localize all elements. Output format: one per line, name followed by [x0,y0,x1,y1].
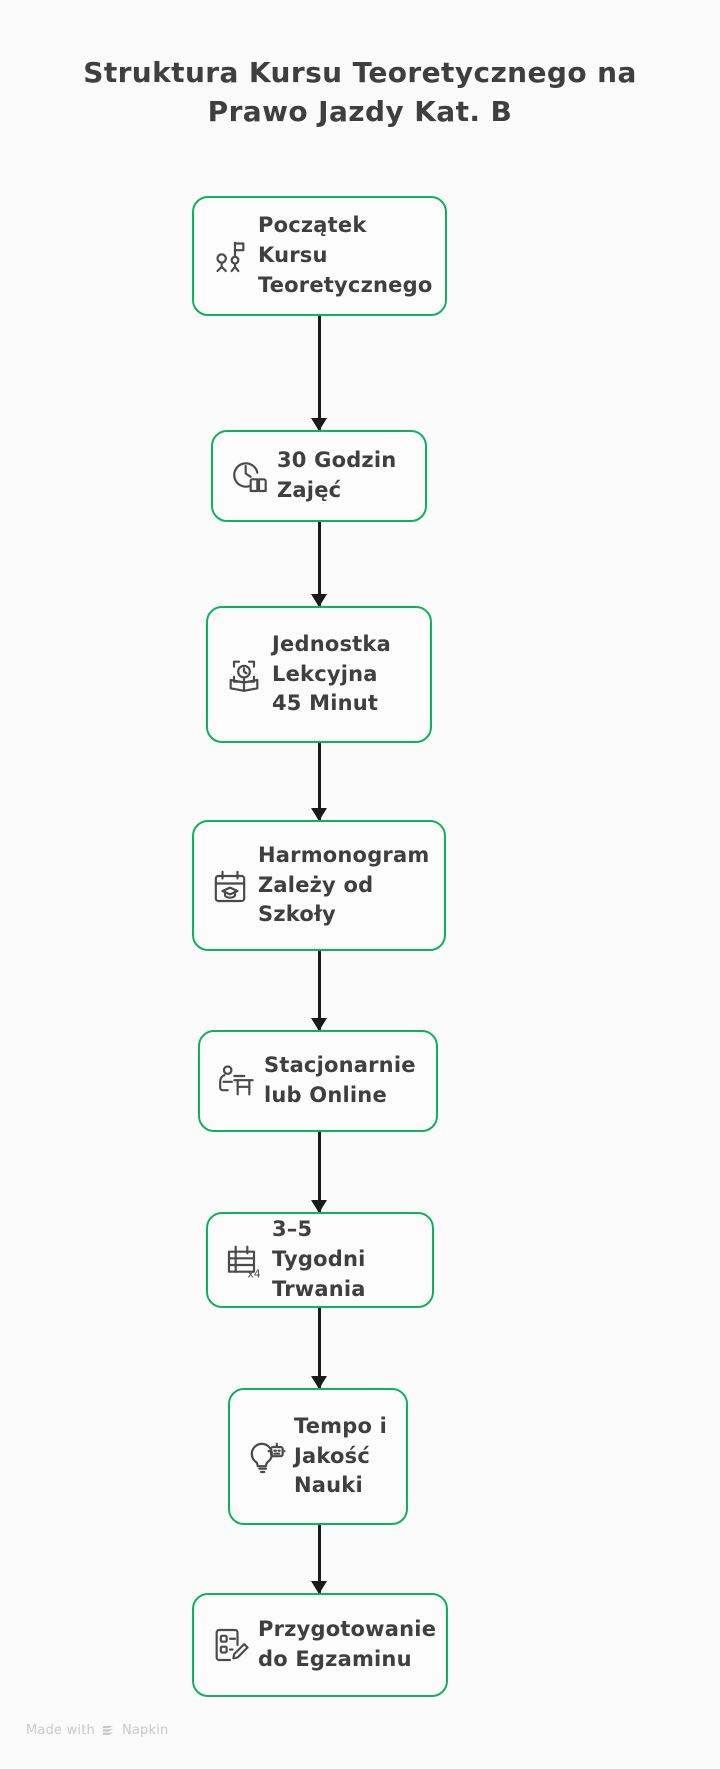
connector-arrow-1 [318,316,321,430]
flow-node-3-5-tygodni-trwania[interactable]: x4 3–5 Tygodni Trwania [206,1212,434,1308]
flow-node-przygotowanie-do-egzaminu[interactable]: Przygotowanie do Egzaminu [192,1593,448,1697]
connector-arrow-6 [318,1308,321,1388]
page-title: Struktura Kursu Teoretycznego na Prawo J… [83,56,637,128]
lightbulb-robot-icon [244,1435,288,1479]
flow-node-tempo-i-jakosc-nauki[interactable]: Tempo i Jakość Nauki [228,1388,408,1525]
flow-node-label: Jednostka Lekcyjna 45 Minut [272,631,391,716]
connector-arrow-2 [318,522,321,606]
flow-node-label: Harmonogram Zależy od Szkoły [258,842,430,927]
calendar-x4-icon: x4 [222,1238,266,1282]
connector-arrow-7 [318,1525,321,1593]
flow-node-stacjonarnie-lub-online[interactable]: Stacjonarnie lub Online [198,1030,438,1132]
napkin-logo-icon [101,1723,116,1738]
connector-arrow-4 [318,951,321,1030]
flow-node-label: Stacjonarnie lub Online [264,1053,416,1107]
flow-node-poczatek-kursu[interactable]: Początek Kursu Teoretycznego [192,196,447,316]
napkin-watermark: Made with Napkin [26,1723,168,1738]
flow-node-label: Początek Kursu Teoretycznego [258,213,433,297]
flow-node-30-godzin-zajec[interactable]: 30 Godzin Zajęć [211,430,427,522]
svg-text:x4: x4 [247,1268,260,1281]
calendar-graduation-icon [208,864,252,908]
flow-node-label: Tempo i Jakość Nauki [294,1413,388,1498]
connector-arrow-3 [318,743,321,820]
clipboard-pencil-icon [208,1623,252,1667]
clock-book-icon [227,454,271,498]
flow-node-harmonogram-zalezy-od-szkoly[interactable]: Harmonogram Zależy od Szkoły [192,820,446,951]
flow-node-jednostka-lekcyjna[interactable]: Jednostka Lekcyjna 45 Minut [206,606,432,743]
flow-node-label: Przygotowanie do Egzaminu [258,1617,437,1671]
watermark-made-with-label: Made with [26,1723,95,1738]
connector-arrow-5 [318,1132,321,1212]
flow-node-label: 3–5 Tygodni Trwania [272,1217,366,1301]
watermark-brand-label: Napkin [121,1723,169,1738]
person-desk-icon [214,1059,258,1103]
book-clock-icon [222,653,266,697]
flow-node-label: 30 Godzin Zajęć [277,448,397,502]
people-flag-icon [208,234,252,278]
